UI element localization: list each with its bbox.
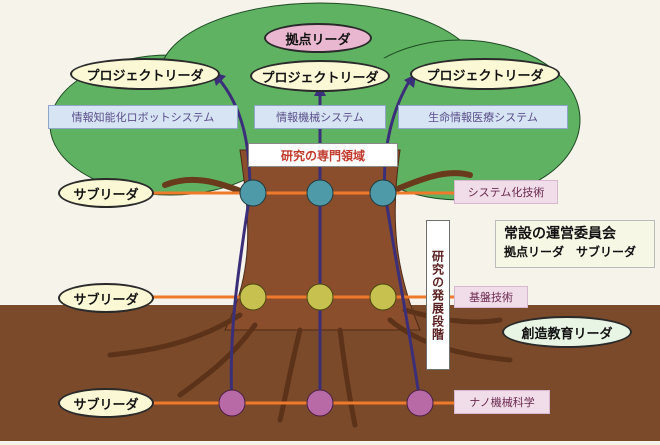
sub-leader-middle: サブリーダ — [58, 283, 154, 313]
project-leader-right: プロジェクトリーダ — [410, 58, 560, 90]
nodes-nano-level — [218, 389, 434, 417]
tree-roots — [107, 307, 513, 428]
creative-education-leader-badge: 創造教育リーダ — [502, 316, 632, 348]
nodes-foundation-level — [239, 283, 397, 311]
committee-box: 常設の運営委員会 拠点リーダ サブリーダ — [495, 220, 655, 268]
committee-members: 拠点リーダ サブリーダ — [504, 245, 637, 259]
specialized-field-label: 研究の専門領域 — [248, 143, 398, 167]
domain-mechanical-system: 情報機械システム — [254, 105, 386, 129]
committee-title: 常設の運営委員会 — [504, 226, 616, 242]
sub-leader-top: サブリーダ — [58, 178, 154, 208]
project-leader-left: プロジェクトリーダ — [70, 58, 220, 90]
development-stage-label: 研究の発展段階 — [426, 220, 450, 370]
domain-medical-system: 生命情報医療システム — [398, 105, 568, 129]
nodes-system-level — [239, 179, 397, 207]
domain-robot-system: 情報知能化ロボットシステム — [48, 105, 238, 129]
level-nano-science: ナノ機械科学 — [454, 390, 550, 414]
level-foundation-tech: 基盤技術 — [454, 286, 528, 308]
sub-leader-bottom: サブリーダ — [58, 388, 154, 418]
project-leader-center: プロジェクトリーダ — [250, 60, 390, 92]
base-leader-badge: 拠点リーダ — [264, 23, 372, 53]
level-system-tech: システム化技術 — [454, 180, 558, 204]
